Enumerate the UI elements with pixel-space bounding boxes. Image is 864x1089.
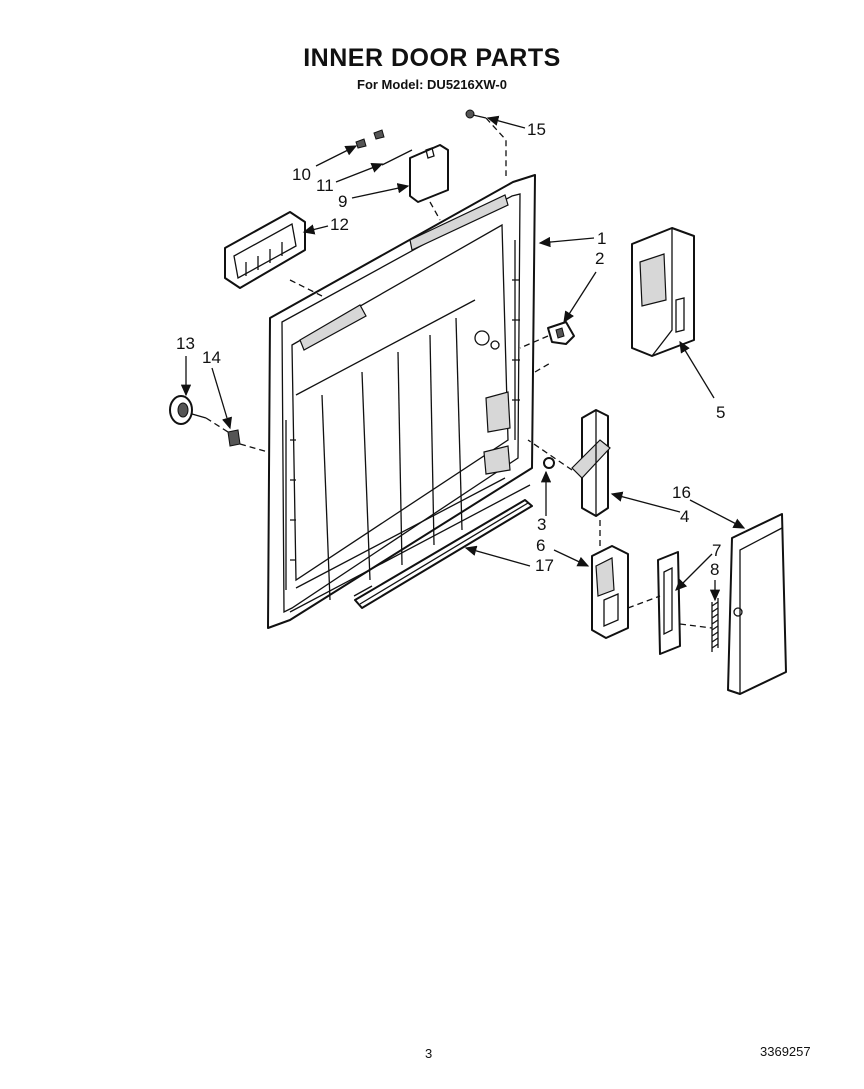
handle-grip [224,211,306,289]
callout-10: 10 [292,165,311,184]
small-cover [409,144,449,203]
inner-door-panel [267,174,536,629]
door-vent-strip [353,499,533,609]
callout-14: 14 [202,348,221,367]
latch-bracket [547,321,575,345]
assembly-lines [205,117,713,629]
spring [711,598,719,652]
callout-9: 9 [338,192,347,211]
callout-7: 7 [712,541,721,560]
callout-12: 12 [330,215,349,234]
document-number: 3369257 [760,1044,811,1059]
callout-11: 11 [316,176,334,195]
knob-assembly [169,395,241,447]
callout-1: 1 [597,229,606,248]
page-title: INNER DOOR PARTS [303,44,561,72]
hinge-plate [657,551,681,655]
callout-3: 3 [537,515,546,534]
page-number: 3 [425,1046,433,1061]
callout-6: 6 [536,536,545,555]
callout-13: 13 [176,334,195,353]
screw-pair [355,129,413,166]
callout-5: 5 [716,403,725,422]
latch-housing [631,227,695,357]
callout-16: 16 [672,483,691,502]
top-screw [465,109,487,119]
callout-17: 17 [535,556,554,575]
side-panel [727,513,787,695]
hinge-arm [571,409,611,517]
callout-4: 4 [680,507,689,526]
small-pin [543,457,555,469]
callout-labels: 1 2 3 4 5 6 7 8 9 10 11 12 13 14 15 16 1… [176,120,725,579]
leader-lines [180,115,746,602]
callout-2: 2 [595,249,604,268]
callout-8: 8 [710,560,719,579]
lower-hinge [591,545,629,639]
callout-15: 15 [527,120,546,139]
model-subtitle: For Model: DU5216XW-0 [357,77,507,92]
